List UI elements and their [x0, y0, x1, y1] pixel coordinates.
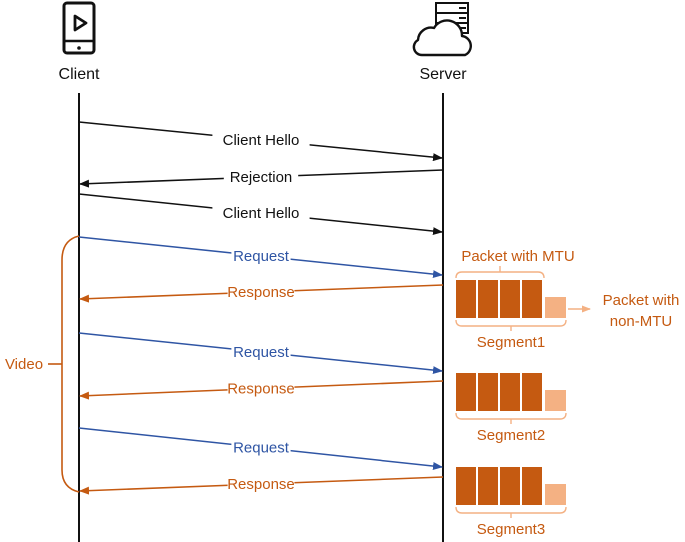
message-label-bg — [231, 343, 291, 361]
message-label-bg — [227, 283, 295, 301]
non-mtu-packet — [545, 484, 566, 505]
message-label: Request — [233, 344, 290, 361]
segment: Segment2 — [455, 373, 567, 444]
message-label: Response — [227, 284, 295, 301]
mtu-packet — [478, 467, 498, 505]
message-label-bg — [231, 438, 291, 457]
mtu-packet — [522, 373, 542, 411]
message-label-bg — [227, 475, 295, 493]
mtu-packet — [522, 280, 542, 318]
mtu-packet — [500, 373, 520, 411]
segment-label: Segment1 — [477, 334, 545, 351]
video-label: Video — [5, 356, 43, 373]
non-mtu-packet — [545, 390, 566, 411]
mtu-packet — [500, 280, 520, 318]
message-label: Client Hello — [223, 132, 300, 149]
mtu-packet — [478, 280, 498, 318]
segment: Segment3 — [455, 467, 567, 538]
segment-brace — [455, 506, 567, 514]
non-mtu-packet — [545, 297, 566, 318]
non-mtu-label-line2: non-MTU — [610, 313, 673, 330]
mtu-packet — [456, 373, 476, 411]
segment-brace — [455, 319, 567, 327]
message-label: Rejection — [230, 169, 293, 186]
mtu-brace — [455, 266, 545, 279]
message-label-bg — [231, 247, 291, 265]
message-label-bg — [212, 131, 310, 149]
client-label: Client — [59, 66, 100, 83]
packet-with-mtu-label: Packet with MTU — [461, 248, 574, 265]
message-label-bg — [223, 168, 299, 186]
mtu-packet — [500, 467, 520, 505]
mtu-packet — [478, 373, 498, 411]
message-label: Client Hello — [223, 205, 300, 222]
message-label: Request — [233, 248, 290, 265]
segment-label: Segment2 — [477, 427, 545, 444]
message-label: Response — [227, 381, 295, 398]
cloud-server-icon — [412, 2, 472, 57]
non-mtu-label-line1: Packet with — [603, 292, 680, 309]
tablet-play-icon — [62, 1, 96, 55]
segment: Segment1 — [455, 280, 567, 351]
message-label: Response — [227, 476, 295, 493]
mtu-packet — [522, 467, 542, 505]
segment-label: Segment3 — [477, 521, 545, 538]
server-label: Server — [419, 66, 467, 83]
message-label: Request — [233, 440, 290, 457]
message-label-bg — [212, 204, 310, 222]
mtu-packet — [456, 467, 476, 505]
segment-brace — [455, 412, 567, 420]
mtu-packet — [456, 280, 476, 318]
message-label-bg — [227, 379, 295, 398]
video-brace — [48, 235, 80, 493]
